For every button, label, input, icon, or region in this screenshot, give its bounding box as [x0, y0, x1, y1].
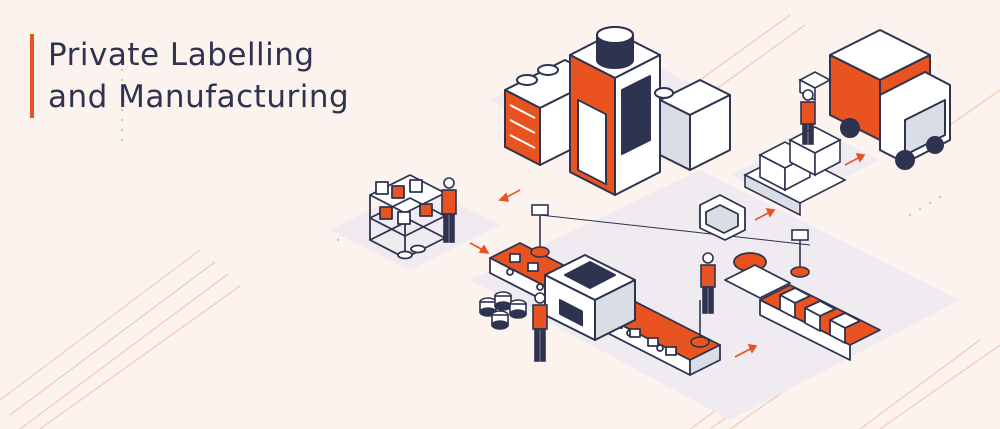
conveyor-belt-icon — [759, 284, 881, 361]
delivery-truck-icon — [829, 29, 951, 170]
robotic-arm-icon — [530, 204, 811, 348]
control-monitor-icon — [699, 194, 791, 299]
headline: Private Labelling and Manufacturing — [30, 34, 349, 118]
warehouse-shelf-icon — [369, 174, 446, 260]
factory-building-icon — [504, 26, 731, 196]
headline-line-2: and Manufacturing — [48, 79, 350, 115]
flow-arrows — [469, 153, 866, 358]
can-stack-icon — [479, 291, 527, 330]
worker-icon — [700, 252, 716, 314]
worker-icon — [532, 292, 548, 362]
worker-icon — [441, 177, 457, 243]
labelling-machine-icon — [544, 254, 636, 341]
worker-icon — [800, 89, 816, 145]
dotted-pattern — [120, 48, 942, 242]
headline-line-1: Private Labelling — [48, 37, 315, 73]
